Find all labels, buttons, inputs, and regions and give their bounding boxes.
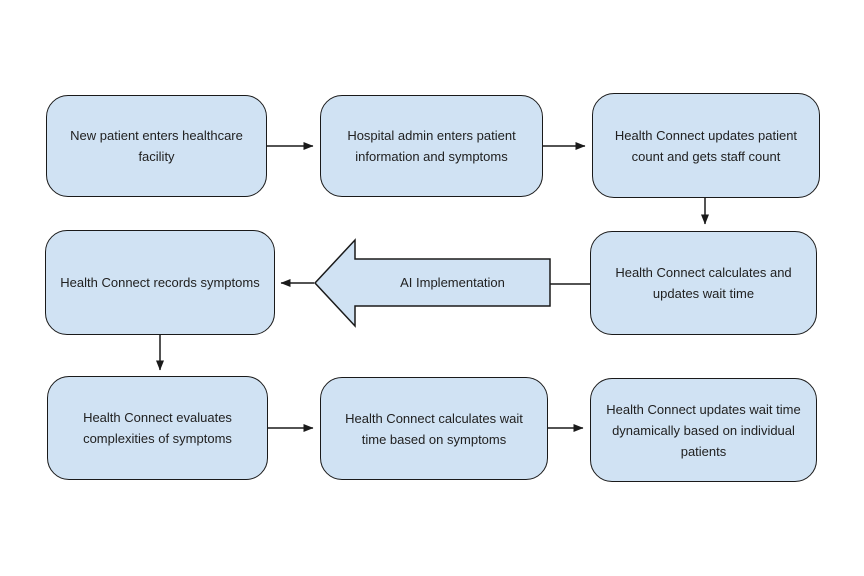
flow-node-evaluates-complexities: Health Connect evaluates complexities of… bbox=[47, 376, 268, 480]
flow-node-records-symptoms: Health Connect records symptoms bbox=[45, 230, 275, 335]
flow-node-label: Health Connect calculates wait time base… bbox=[345, 410, 523, 447]
flow-node-new-patient-enters: New patient enters healthcare facility bbox=[46, 95, 267, 197]
flow-node-label: New patient enters healthcare facility bbox=[70, 128, 243, 164]
flow-node-label: Health Connect evaluates complexities of… bbox=[83, 410, 232, 446]
flow-node-calculates-updates-wait-time: Health Connect calculates and updates wa… bbox=[590, 231, 817, 335]
flow-node-hospital-admin-enters: Hospital admin enters patient informatio… bbox=[320, 95, 543, 197]
ai-implementation-arrow-label: AI Implementation bbox=[400, 274, 505, 290]
flow-node-calculates-wait-time-symptoms: Health Connect calculates wait time base… bbox=[320, 377, 548, 480]
flow-node-label: Health Connect calculates and updates wa… bbox=[615, 265, 792, 301]
flow-node-label: Health Connect records symptoms bbox=[60, 275, 260, 290]
flow-node-label: Health Connect updates wait time dynamic… bbox=[606, 401, 801, 459]
flow-node-updates-patient-count: Health Connect updates patient count and… bbox=[592, 93, 820, 198]
flow-node-label: Hospital admin enters patient informatio… bbox=[347, 128, 516, 164]
flow-node-updates-wait-time-dynamically: Health Connect updates wait time dynamic… bbox=[590, 378, 817, 482]
flow-node-label: Health Connect updates patient count and… bbox=[614, 127, 798, 164]
